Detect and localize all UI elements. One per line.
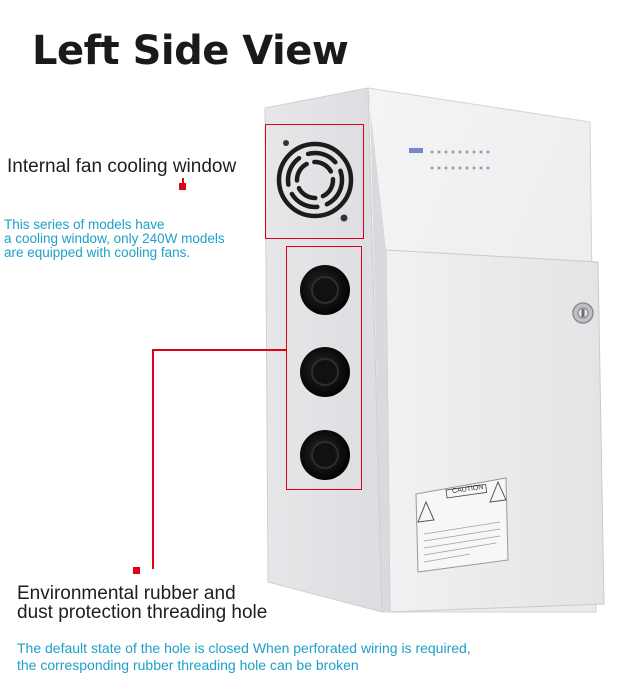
hole-label-line-1: Environmental rubber and [17,583,236,604]
hole-callout-line-h [152,349,286,351]
caution-sticker [415,477,509,573]
page-title: Left Side View [32,28,349,74]
fan-grille [276,141,354,219]
fan-note-line-3: are equipped with cooling fans. [4,245,191,260]
fan-note-line-1: This series of models have [4,217,165,232]
fan-window-label: Internal fan cooling window [7,156,237,177]
threading-hole-note: The default state of the hole is closed … [17,640,471,674]
hole-label-line-2: dust protection threading hole [17,602,268,623]
fan-note-line-2: a cooling window, only 240W models [4,231,225,246]
hole-callout-line-v [152,349,154,569]
hole-note-line-2: the corresponding rubber threading hole … [17,657,359,673]
hole-callout-dot [133,567,140,574]
fan-callout-dot [179,183,186,190]
fan-callout-line [182,178,184,186]
holes-highlight [286,246,362,490]
threading-holes [300,265,350,480]
fan-window-note: This series of models have a cooling win… [4,218,225,260]
hole-note-line-1: The default state of the hole is closed … [17,640,471,656]
threading-hole-label: Environmental rubber and dust protection… [17,584,267,622]
fan-window-highlight [265,124,364,239]
